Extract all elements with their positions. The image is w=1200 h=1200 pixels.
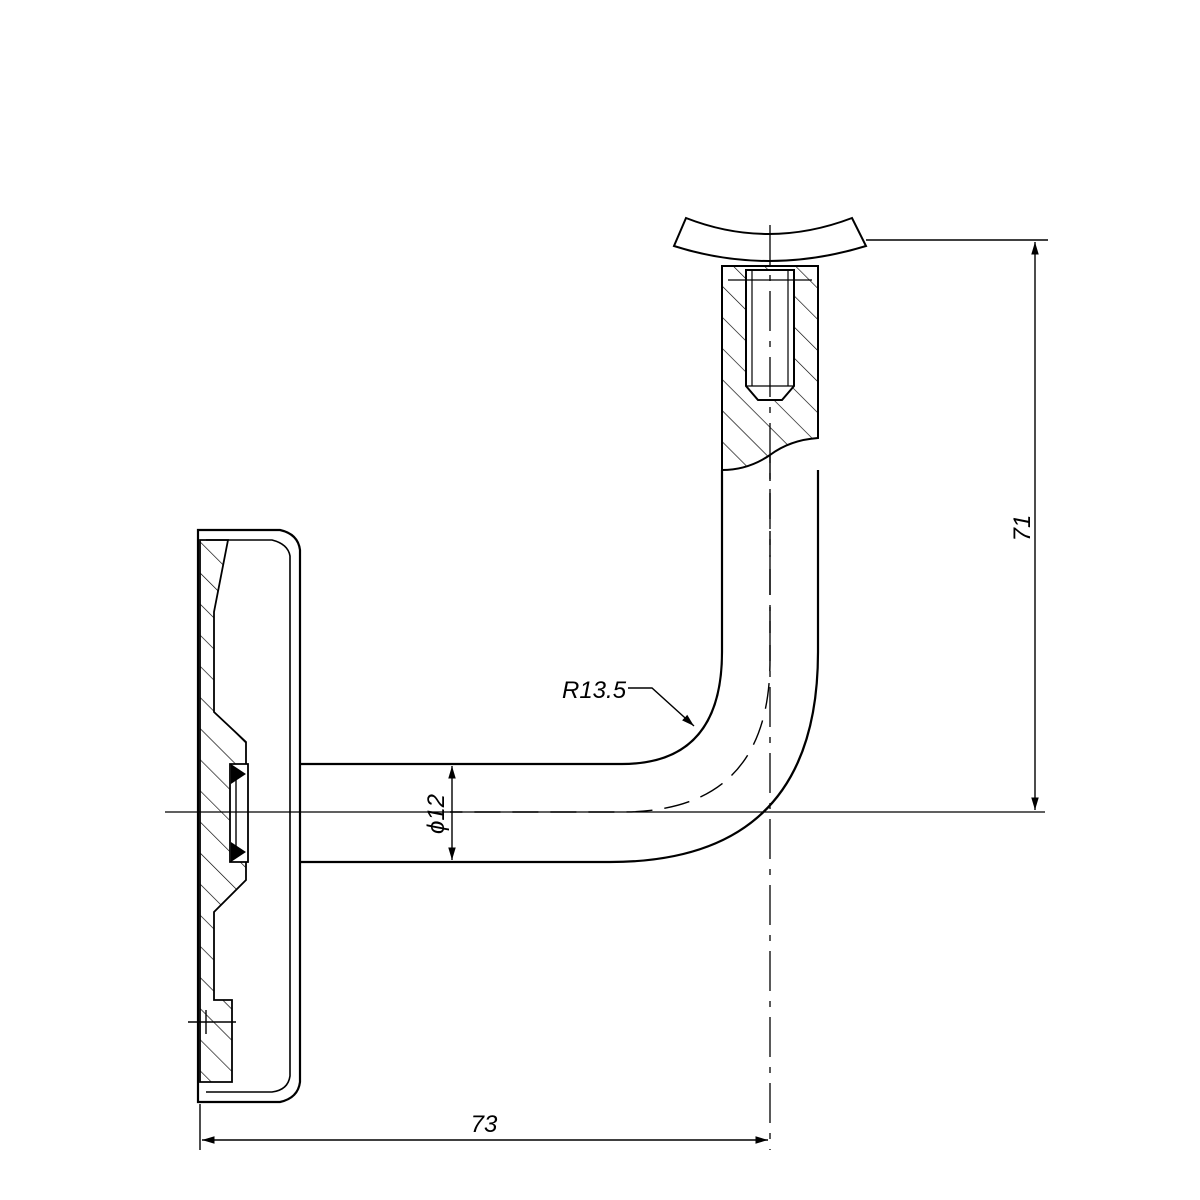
wall-rosette [188,528,302,1104]
diameter-dimension-label: ϕ12 [423,794,450,834]
dim-radius [628,687,695,727]
centerlines [165,225,1045,1150]
height-dimension-label: 71 [1009,515,1036,542]
width-dimension-label: 73 [471,1111,498,1138]
bent-tube [248,455,820,864]
radius-dimension-label: R13.5 [562,677,627,704]
dim-height [866,239,1048,810]
dim-width [199,1104,768,1150]
